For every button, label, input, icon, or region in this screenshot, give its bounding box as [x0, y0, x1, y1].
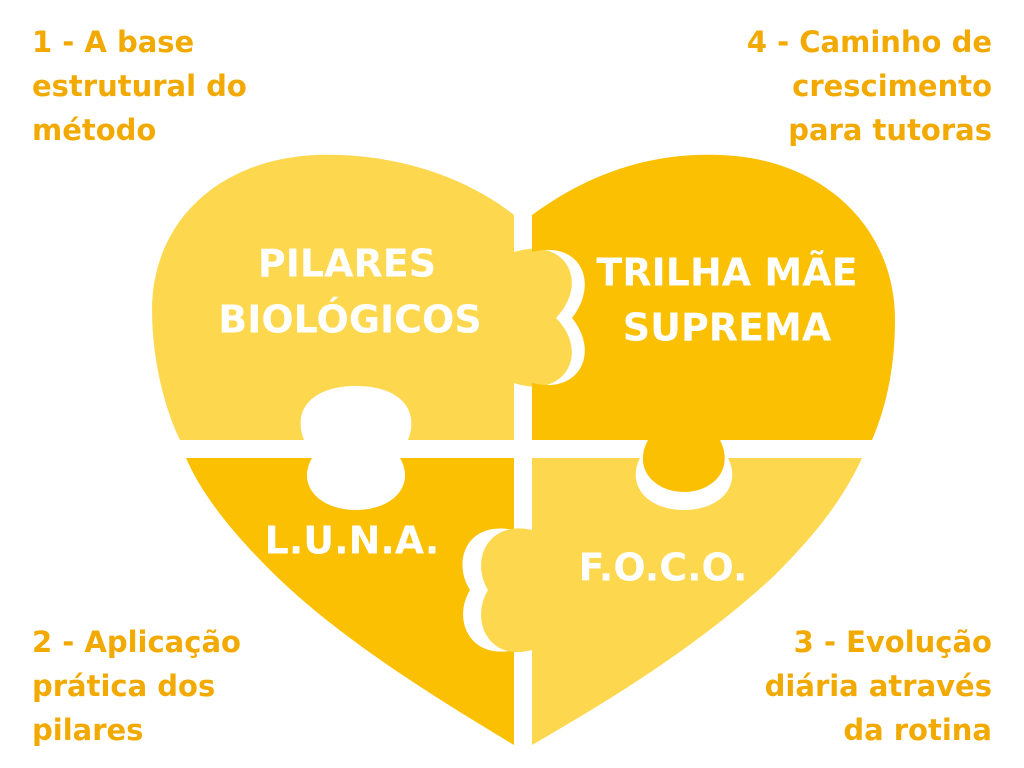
puzzle-piece-bottom-right [481, 458, 862, 745]
annotation-line: diária através [764, 669, 992, 703]
puzzle-piece-bottom-left [186, 458, 514, 745]
puzzle-piece-top-right [532, 154, 895, 492]
piece-label: L.U.N.A. [265, 519, 440, 563]
piece-label: SUPREMA [623, 306, 832, 350]
piece-label: PILARES [258, 242, 436, 286]
annotation-line: método [32, 113, 157, 147]
annotation-line: 1 - A base [32, 25, 195, 59]
piece-label: BIOLÓGICOS [218, 298, 481, 342]
annotation-bottom-right: 3 - Evolução diária através da rotina [765, 620, 992, 752]
annotation-line: 2 - Aplicação [32, 625, 241, 659]
piece-top-left: PILARES BIOLÓGICOS [152, 154, 572, 440]
annotation-line: para tutoras [788, 113, 992, 147]
annotation-bottom-left: 2 - Aplicação prática dos pilares [32, 620, 241, 752]
annotation-line: pilares [32, 713, 144, 747]
annotation-line: da rotina [843, 713, 992, 747]
annotation-line: prática dos [32, 669, 216, 703]
piece-bottom-right: F.O.C.O. [481, 458, 862, 745]
annotation-line: crescimento [792, 69, 992, 103]
annotation-line: 4 - Caminho de [746, 25, 992, 59]
annotation-line: estrutural do [32, 69, 247, 103]
annotation-top-left: 1 - A base estrutural do método [32, 20, 247, 152]
piece-bottom-left: L.U.N.A. [186, 458, 514, 745]
annotation-top-right: 4 - Caminho de crescimento para tutoras [747, 20, 992, 152]
piece-label: F.O.C.O. [579, 546, 748, 590]
piece-label: TRILHA MÃE [596, 251, 857, 295]
puzzle-piece-top-left [152, 154, 572, 440]
piece-top-right: TRILHA MÃE SUPREMA [532, 154, 895, 492]
annotation-line: 3 - Evolução [793, 625, 992, 659]
